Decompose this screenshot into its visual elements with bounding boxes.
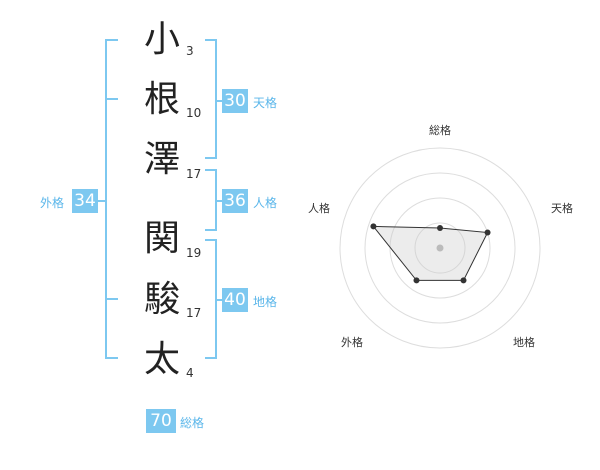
radar-label-soukaku: 総格 (429, 123, 451, 137)
stroke-count-3: 17 (186, 167, 202, 181)
soukaku-label: 総格 (180, 416, 205, 430)
name-char-5: 駿 (143, 279, 180, 320)
tenkaku-label: 天格 (253, 96, 278, 110)
stroke-count-6: 4 (186, 366, 194, 380)
radar-point-0 (437, 225, 443, 231)
name-char-2: 根 (143, 79, 180, 120)
radar-point-4 (370, 223, 377, 230)
radar-point-1 (484, 229, 491, 236)
tenkaku-value: 30 (222, 89, 248, 113)
radar-grid-ring-1 (414, 222, 466, 274)
radar-area (372, 225, 489, 281)
stroke-count-2: 10 (186, 106, 202, 120)
gaikaku-value: 34 (72, 189, 98, 213)
radar-grid-ring-4 (339, 147, 541, 349)
name-char-1: 小 (143, 19, 180, 60)
chikaku-value: 40 (222, 288, 248, 312)
radar-label-chikaku: 地格 (513, 335, 535, 349)
radar-grid-ring-2 (389, 197, 491, 299)
stroke-count-4: 19 (186, 246, 202, 260)
radar-label-gaikaku: 外格 (341, 335, 363, 349)
radar-label-tenkaku: 天格 (551, 201, 573, 215)
radar-label-jinkaku: 人格 (308, 201, 330, 215)
name-char-6: 太 (143, 339, 180, 380)
radar-point-3 (413, 277, 420, 284)
tenkaku-bracket (205, 39, 217, 159)
name-char-4: 関 (143, 218, 180, 259)
name-char-3: 澤 (143, 139, 180, 180)
stroke-count-1: 3 (186, 44, 194, 58)
jinkaku-label: 人格 (253, 196, 278, 210)
radar-point-2 (460, 277, 467, 284)
gaikaku-label: 外格 (40, 196, 65, 210)
stroke-count-5: 17 (186, 306, 202, 320)
soukaku-value: 70 (146, 409, 176, 433)
radar-grid-ring-3 (364, 172, 516, 324)
chikaku-label: 地格 (253, 295, 278, 309)
radar-center-dot (436, 244, 444, 252)
gaikaku-bracket (105, 39, 118, 359)
jinkaku-value: 36 (222, 189, 248, 213)
